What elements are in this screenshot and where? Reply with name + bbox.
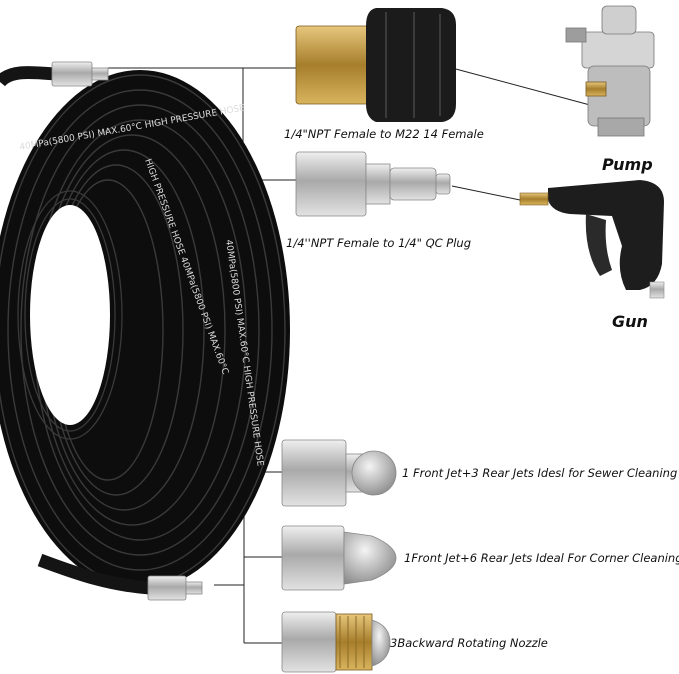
hose-fitting-top bbox=[51, 61, 109, 87]
hose-coil: 40MPa(5800 PSI) MAX.60°C HIGH PRESSURE H… bbox=[0, 65, 290, 595]
label-adapter-qc: 1/4''NPT Female to 1/4" QC Plug bbox=[286, 236, 472, 250]
label-nozzle-2: 1Front Jet+6 Rear Jets Ideal For Corner … bbox=[404, 551, 679, 565]
hose-fitting-bottom bbox=[147, 575, 203, 601]
pump-icon bbox=[565, 5, 655, 137]
corner-nozzle-icon bbox=[281, 525, 397, 591]
qc-plug-adapter-icon bbox=[295, 151, 451, 217]
m22-adapter-icon bbox=[295, 8, 456, 122]
label-nozzle-3: 3Backward Rotating Nozzle bbox=[390, 636, 548, 650]
rotating-nozzle-icon bbox=[281, 611, 391, 673]
label-adapter-m22: 1/4"NPT Female to M22 14 Female bbox=[284, 127, 484, 141]
label-gun: Gun bbox=[612, 312, 648, 331]
label-nozzle-1: 1 Front Jet+3 Rear Jets Idesl for Sewer … bbox=[402, 466, 678, 480]
sewer-nozzle-icon bbox=[281, 439, 397, 507]
gun-icon bbox=[519, 180, 665, 299]
label-pump: Pump bbox=[602, 155, 653, 174]
